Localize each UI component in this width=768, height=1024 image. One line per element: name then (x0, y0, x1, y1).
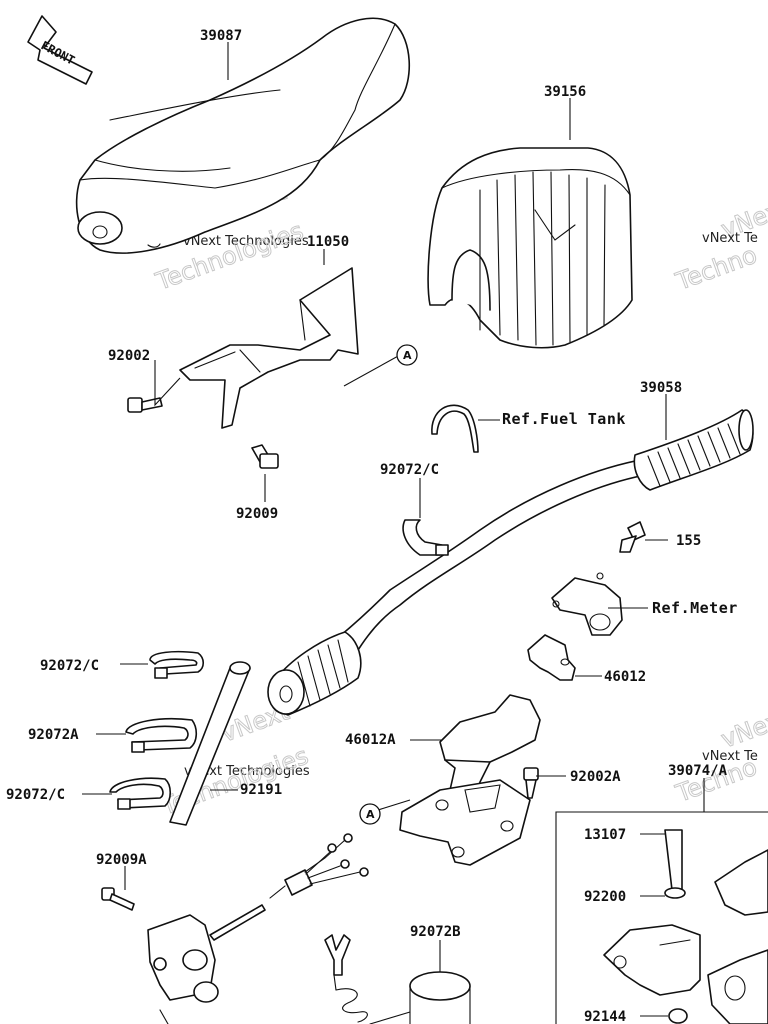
callout-a-top: A (396, 344, 418, 366)
callout-a-bottom: A (359, 803, 381, 825)
watermark-right-middle: vNext vNext Te Techno (671, 703, 768, 809)
part-92002-bolt (127, 397, 163, 413)
part-fuel-tank-clamp (431, 404, 479, 453)
label-92002: 92002 (108, 348, 150, 364)
part-switch-assembly (147, 833, 369, 1024)
label-92009: 92009 (236, 506, 278, 522)
detail-box-39074a (555, 811, 768, 1024)
front-arrow-icon: FRONT (27, 15, 93, 85)
part-46012-holder (527, 634, 576, 681)
label-92144: 92144 (584, 1009, 626, 1024)
label-ref-fuel-tank: Ref.Fuel Tank (502, 410, 626, 428)
part-92072b-band (369, 971, 471, 1024)
leader-lines (82, 42, 705, 1017)
part-92072c-band-mid (149, 650, 205, 679)
watermark-small-4: vNext Te (702, 749, 758, 764)
label-92200: 92200 (584, 889, 626, 905)
label-39156: 39156 (544, 84, 586, 100)
callout-a-bottom-label: A (366, 808, 375, 821)
callout-a-top-label: A (403, 349, 412, 362)
part-39087-cover (75, 17, 410, 254)
label-92072a: 92072A (28, 727, 79, 743)
label-155: 155 (676, 533, 701, 549)
label-46012a: 46012A (345, 732, 396, 748)
watermark-right-top: vNext vNext Te Techno (671, 193, 768, 297)
part-92072c-band-top (402, 519, 449, 556)
part-92072c-band-low (109, 777, 172, 810)
watermark-big-7: vNext (717, 703, 768, 753)
watermark-small-3: vNext Technologies (184, 764, 310, 779)
part-39058-handlebar (267, 409, 754, 716)
label-92002a: 92002A (570, 769, 621, 785)
watermark-small-2: vNext Te (702, 231, 758, 246)
part-155-bolt (619, 521, 646, 553)
label-39058: 39058 (640, 380, 682, 396)
part-92009a-screw (101, 887, 135, 911)
part-92002a-bolt (523, 767, 539, 799)
label-92072c-mid: 92072/C (40, 658, 99, 674)
watermark-small-1: vNext Technologies (183, 234, 309, 249)
watermark-big-4: Techno (672, 241, 761, 296)
part-39156-cover (427, 147, 633, 349)
label-13107: 13107 (584, 827, 626, 843)
label-11050: 11050 (307, 234, 349, 250)
label-92072c-top: 92072/C (380, 462, 439, 478)
part-lanyard-clip (324, 934, 368, 1023)
label-39087: 39087 (200, 28, 242, 44)
label-46012: 46012 (604, 669, 646, 685)
part-11050-bracket (179, 267, 359, 429)
label-92009a: 92009A (96, 852, 147, 868)
label-92072b: 92072B (410, 924, 461, 940)
part-46012a-holder-base (399, 694, 541, 866)
part-meter-bracket (551, 572, 623, 636)
part-92072a-band (125, 717, 198, 753)
label-92191: 92191 (240, 782, 282, 798)
label-92072c-low: 92072/C (6, 787, 65, 803)
part-92191-tube (169, 661, 251, 826)
part-92009-screw (251, 444, 279, 469)
label-ref-meter: Ref.Meter (652, 599, 738, 617)
label-39074a: 39074/A (668, 763, 728, 779)
